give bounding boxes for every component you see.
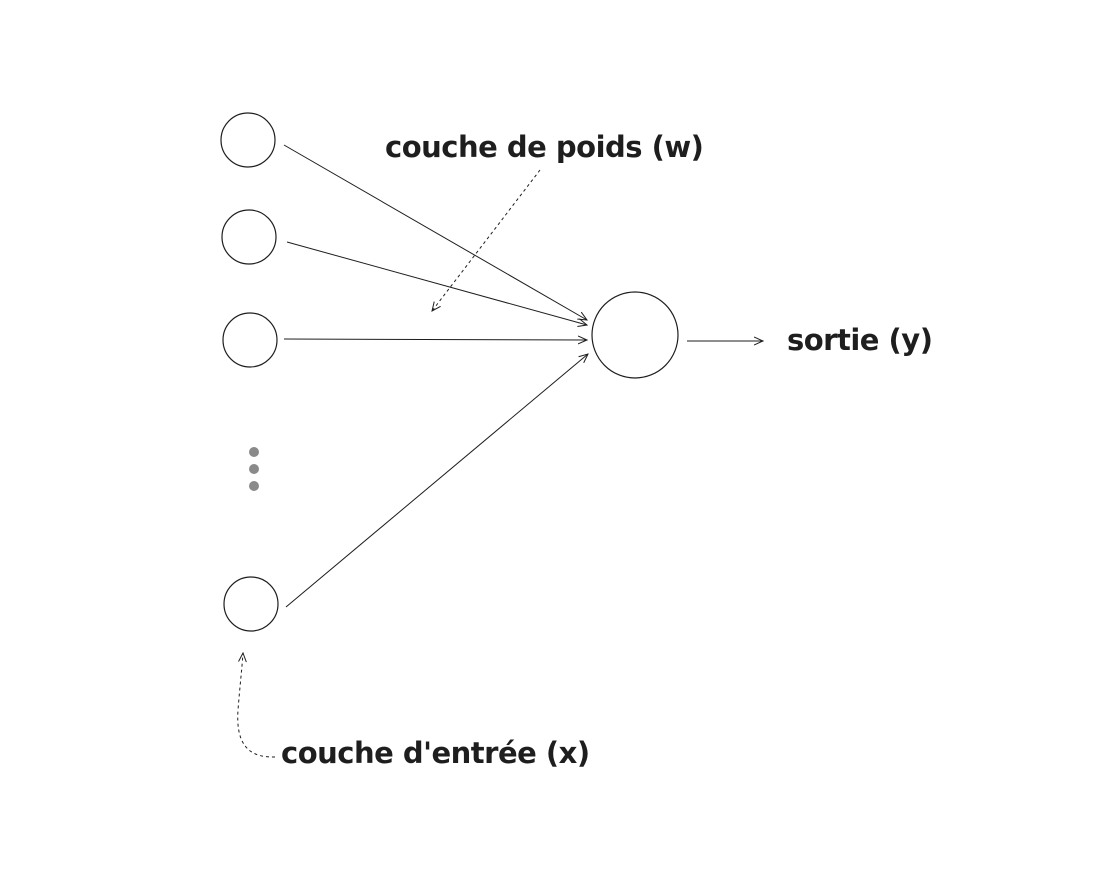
weight-arrow-2: [286, 241, 587, 325]
ellipsis-dot: [249, 481, 259, 491]
weight-arrow-n: [285, 354, 588, 608]
input-node-2: [221, 209, 277, 265]
input-node-n: [223, 576, 279, 632]
weight-arrow-3: [283, 339, 587, 340]
input-pointer-arrow: [237, 653, 276, 758]
ellipsis-dot: [249, 447, 259, 457]
ellipsis-dot: [249, 464, 259, 474]
input-node-3: [222, 312, 278, 368]
input-layer-label: couche d'entrée (x): [281, 736, 590, 770]
weights-layer-label: couche de poids (w): [385, 130, 703, 164]
input-node-1: [220, 112, 276, 168]
weights-pointer-arrow: [432, 169, 541, 311]
output-neuron: [591, 291, 679, 379]
weight-arrow-1: [283, 144, 587, 320]
output-label: sortie (y): [787, 323, 932, 357]
